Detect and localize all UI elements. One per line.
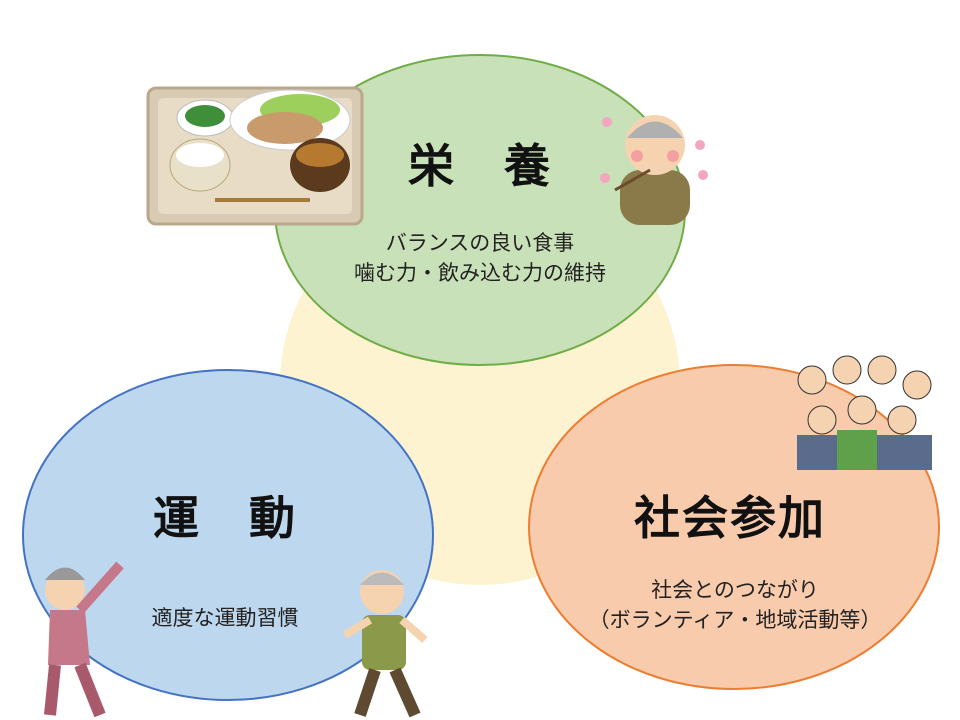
nutrition-description: バランスの良い食事 噛む力・飲み込む力の維持: [300, 228, 660, 288]
crowd-cheering-illustration: [797, 355, 932, 470]
elderly-man-eating-illustration: [600, 115, 708, 225]
meal-tray-illustration: [146, 86, 364, 226]
social-line-1: 社会とのつながり: [651, 578, 819, 602]
exercise-description: 適度な運動習慣: [120, 603, 330, 633]
nutrition-line-1: バランスの良い食事: [385, 231, 575, 255]
social-line-2: （ボランティア・地域活動等）: [588, 608, 882, 632]
exercise-title: 運 動: [153, 491, 297, 545]
exercise-circle: [22, 369, 434, 701]
elderly-man-walking-illustration: [342, 570, 428, 718]
social-description: 社会とのつながり （ボランティア・地域活動等）: [555, 575, 915, 635]
social-title: 社会参加: [634, 491, 826, 545]
elderly-woman-stretching-illustration: [44, 561, 124, 718]
nutrition-title: 栄 養: [408, 139, 552, 193]
nutrition-line-2: 噛む力・飲み込む力の維持: [354, 261, 606, 285]
exercise-line-1: 適度な運動習慣: [151, 606, 299, 630]
